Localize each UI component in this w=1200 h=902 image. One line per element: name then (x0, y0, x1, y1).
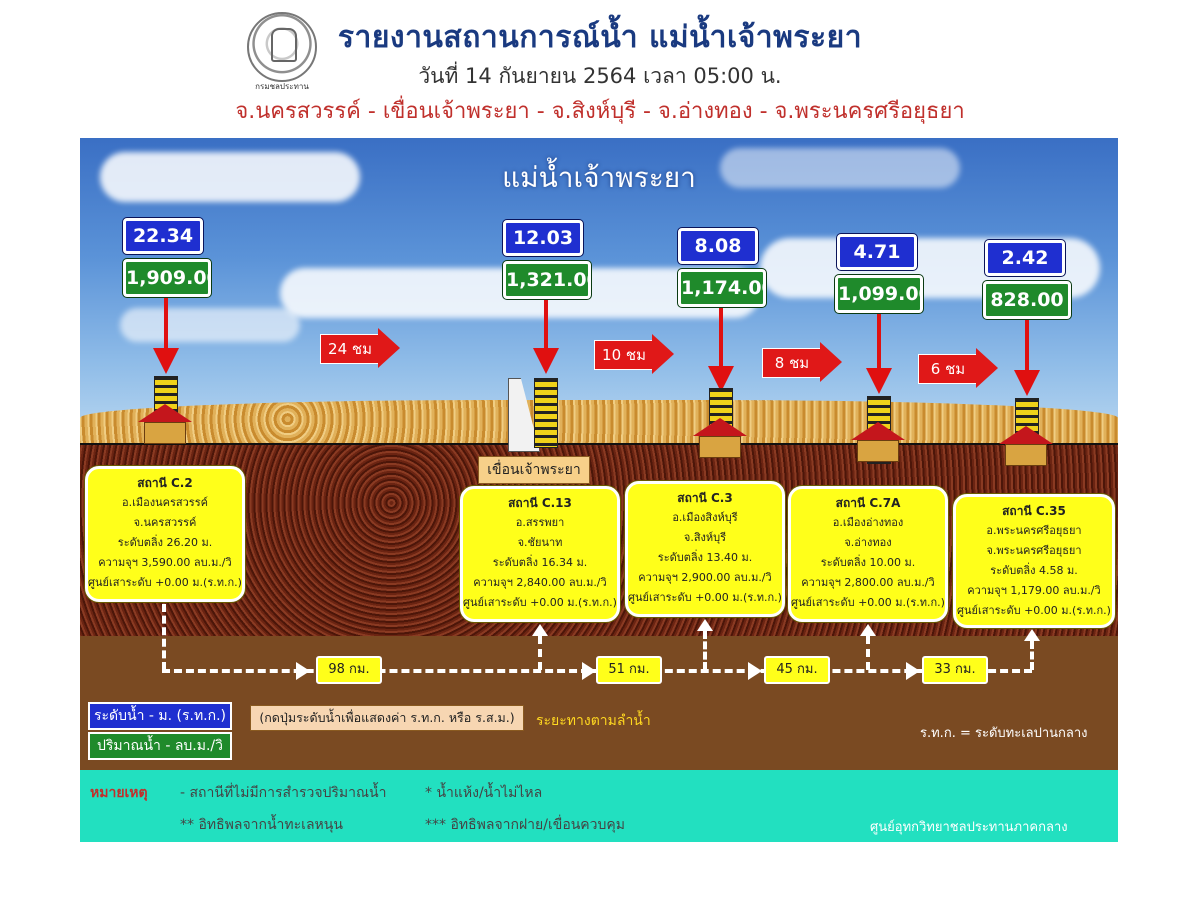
distance-3: 45 กม. (764, 656, 830, 684)
distance-legend: ระยะทางตามลำน้ำ (536, 713, 651, 729)
station-1-card: สถานี C.2 อ.เมืองนครสวรรค์ จ.นครสวรรค์ ร… (85, 466, 245, 602)
notes-heading: หมายเหตุ (90, 785, 148, 801)
station-5-house-icon (999, 426, 1053, 466)
up-arrow-icon (1024, 629, 1040, 641)
notes-panel: หมายเหตุ - สถานีที่ไม่มีการสำรวจปริมาณน้… (80, 770, 1118, 842)
route-line (162, 604, 166, 670)
note-2: * น้ำแห้ง/น้ำไม่ไหล (425, 785, 543, 801)
legend-hint: (กดปุ่มระดับน้ำเพื่อแสดงค่า ร.ท.ก. หรือ … (250, 705, 524, 731)
up-arrow-icon (532, 624, 548, 636)
msl-note: ร.ท.ก. = ระดับทะเลปานกลาง (920, 726, 1088, 741)
station-2-card: สถานี C.13 อ.สรรพยา จ.ชัยนาท ระดับตลิ่ง … (460, 486, 620, 622)
station-3-flow-box: 1,174.00 (678, 269, 766, 307)
station-1-house-icon (138, 404, 192, 444)
station-4-flow-box: 1,099.00 (835, 275, 923, 313)
down-arrow-icon (866, 368, 892, 394)
dam-label: เขื่อนเจ้าพระยา (478, 456, 590, 484)
credit: ศูนย์อุทกวิทยาชลประทานภาคกลาง (870, 820, 1068, 835)
distance-4: 33 กม. (922, 656, 988, 684)
travel-time-arrow-4: 6 ชม (918, 348, 998, 388)
station-5-level-button[interactable]: 2.42 (985, 240, 1065, 276)
note-1: - สถานีที่ไม่มีการสำรวจปริมาณน้ำ (180, 785, 387, 801)
station-2-level-button[interactable]: 12.03 (503, 220, 583, 256)
station-2-flow-box: 1,321.00 (503, 261, 591, 299)
station-4-level-button[interactable]: 4.71 (837, 234, 917, 270)
right-arrow-icon (906, 662, 920, 680)
right-arrow-icon (582, 662, 596, 680)
station-1-level-button[interactable]: 22.34 (123, 218, 203, 254)
down-arrow-icon (1014, 370, 1040, 396)
station-3-house-icon (693, 418, 747, 458)
distance-1: 98 กม. (316, 656, 382, 684)
report-date: วันที่ 14 กันยายน 2564 เวลา 05:00 น. (418, 64, 782, 88)
right-arrow-icon (296, 662, 310, 680)
down-arrow-icon (533, 348, 559, 374)
river-diagram: แม่น้ำเจ้าพระยา เขื่อนเจ้าพระยา 22.34 1,… (80, 138, 1118, 770)
legend-level-button[interactable]: ระดับน้ำ - ม. (ร.ท.ก.) (88, 702, 232, 730)
down-arrow-icon (708, 366, 734, 392)
station-2-tower-icon (534, 378, 558, 448)
right-arrow-icon (748, 662, 762, 680)
station-5-flow-box: 828.00 (983, 281, 1071, 319)
up-arrow-icon (860, 624, 876, 636)
legend-flow-button[interactable]: ปริมาณน้ำ - ลบ.ม./วิ (88, 732, 232, 760)
station-3-card: สถานี C.3 อ.เมืองสิงห์บุรี จ.สิงห์บุรี ร… (625, 481, 785, 617)
distance-2: 51 กม. (596, 656, 662, 684)
station-5-card: สถานี C.35 อ.พระนครศรีอยุธยา จ.พระนครศรี… (953, 494, 1115, 628)
station-1-flow-box: 1,909.00 (123, 259, 211, 297)
note-4: *** อิทธิพลจากฝาย/เขื่อนควบคุม (425, 817, 626, 833)
river-title: แม่น้ำเจ้าพระยา (502, 161, 696, 194)
travel-time-arrow-1: 24 ชม (320, 328, 400, 368)
up-arrow-icon (697, 619, 713, 631)
station-4-house-icon (851, 422, 905, 462)
station-3-level-button[interactable]: 8.08 (678, 228, 758, 264)
seal-caption: กรมชลประทาน (255, 82, 309, 91)
note-3: ** อิทธิพลจากน้ำทะเลหนุน (180, 817, 343, 833)
riverbank-sand (80, 400, 1118, 448)
province-route: จ.นครสวรรค์ - เขื่อนเจ้าพระยา - จ.สิงห์บ… (235, 99, 965, 124)
page-title: รายงานสถานการณ์น้ำ แม่น้ำเจ้าพระยา (337, 20, 863, 55)
royal-irrigation-seal-icon (247, 12, 317, 82)
station-4-card: สถานี C.7A อ.เมืองอ่างทอง จ.อ่างทอง ระดั… (788, 486, 948, 622)
travel-time-arrow-2: 10 ชม (594, 334, 674, 374)
down-arrow-icon (153, 348, 179, 374)
travel-time-arrow-3: 8 ชม (762, 342, 842, 382)
